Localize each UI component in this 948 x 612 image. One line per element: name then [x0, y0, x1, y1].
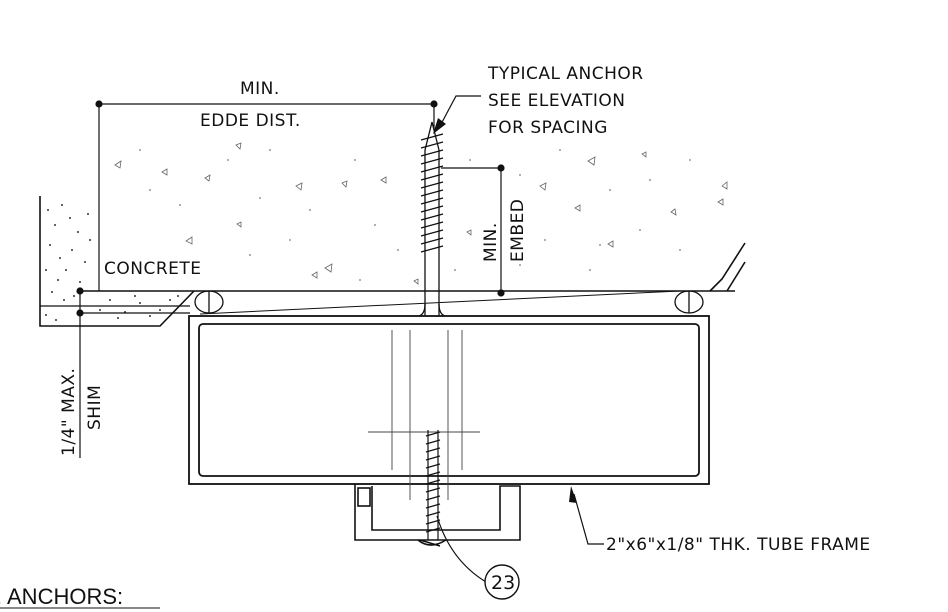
shim-dimension [79, 291, 190, 458]
typical-anchor-screw [418, 121, 446, 317]
anchor-threads [420, 133, 444, 253]
anchor-label-1: TYPICAL ANCHOR [487, 64, 644, 84]
anchor-leader [439, 95, 481, 127]
dim-dot [95, 100, 103, 108]
dim-dot [430, 100, 438, 108]
callout-bubble [484, 564, 520, 600]
concrete-label: CONCRETE [104, 259, 202, 279]
dim-dot [76, 287, 84, 295]
concrete-dots [139, 149, 691, 281]
anchor-label-2: SEE ELEVATION [488, 91, 625, 111]
left-wall [39, 196, 195, 327]
glazing-channel [354, 484, 521, 547]
min-edge-label-1: MIN. [240, 79, 280, 99]
tube-frame-leader [573, 493, 604, 545]
sealant-line [199, 290, 681, 315]
dim-dot [497, 289, 505, 297]
shim-label-2: SHIM [85, 385, 105, 430]
callout-23-leader [436, 515, 487, 583]
concrete-hatch [114, 142, 728, 285]
embed-dimension [441, 167, 502, 293]
shim-label-1: 1/4" MAX. [59, 368, 79, 456]
concrete-slab [80, 242, 746, 292]
frame-center-lines [368, 330, 480, 500]
anchor-label-3: FOR SPACING [488, 118, 608, 138]
embed-label-1: MIN. [481, 222, 501, 262]
leader-arrowhead [433, 118, 446, 134]
frame-screw-23 [425, 430, 441, 540]
callout-23-number: 23 [491, 572, 515, 594]
min-edge-label-2: EDDE DIST. [200, 111, 301, 131]
tube-frame [188, 315, 710, 485]
leader-arrowhead [569, 486, 577, 503]
edge-distance-dimension [98, 103, 435, 291]
dim-dot [76, 309, 84, 317]
section-heading: . ANCHORS: [0, 584, 123, 609]
dim-dot [497, 164, 505, 172]
embed-label-2: EMBED [508, 199, 528, 262]
setting-blocks [194, 290, 704, 314]
tube-frame-label: 2"x6"x1/8" THK. TUBE FRAME [606, 535, 871, 555]
